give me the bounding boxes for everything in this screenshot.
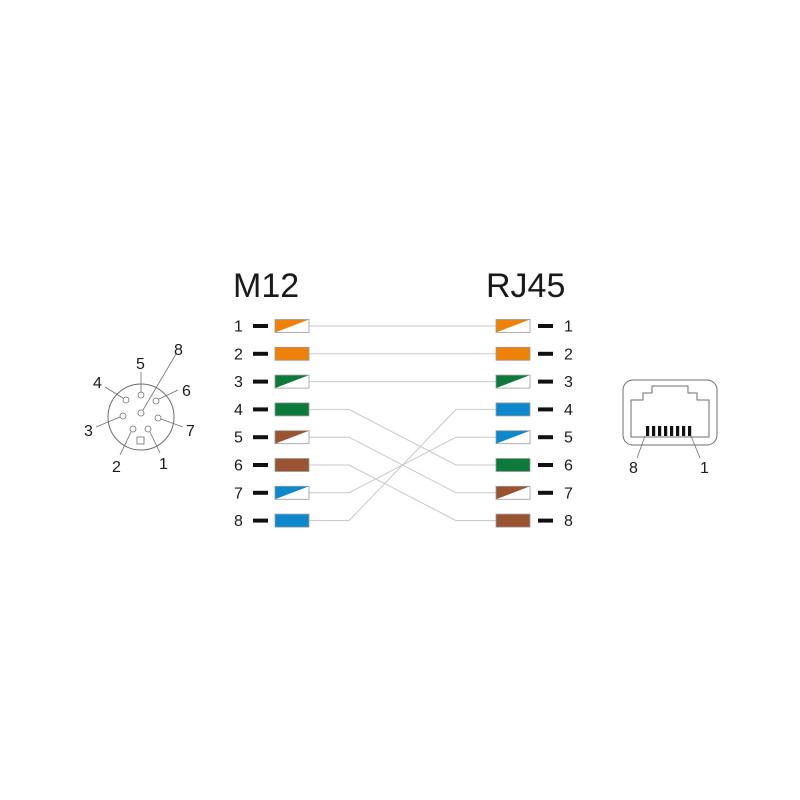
m12-face-label-1: 1	[159, 456, 168, 473]
rj45-pin-dash	[538, 435, 553, 440]
m12-hole-3	[119, 412, 127, 420]
m12-hole-2	[129, 425, 137, 433]
rj45-wire-color-green-white	[495, 374, 531, 389]
m12-pin-row-8: 8	[234, 513, 310, 530]
rj45-pin-dash	[538, 407, 553, 412]
m12-pin-dash	[253, 518, 268, 523]
m12-pin-dash	[253, 324, 268, 328]
m12-pin-number: 7	[234, 485, 243, 502]
m12-connector-face: 1 2 3 4 5 6 7 8	[84, 342, 195, 476]
rj45-pin-number: 7	[564, 485, 573, 502]
rj45-wire-color-brown-white	[495, 485, 531, 500]
m12-pin-dash	[253, 435, 268, 440]
m12-pin-list: 1 2 3 4 5 6 7 8	[234, 319, 310, 530]
m12-hole-4	[122, 396, 130, 404]
m12-wire-color-green	[274, 402, 310, 417]
m12-pin-row-4: 4	[234, 402, 310, 419]
rj45-contacts	[646, 426, 692, 436]
m12-face-label-5: 5	[136, 356, 145, 373]
m12-pin-dash	[253, 407, 268, 412]
m12-hole-8	[137, 409, 145, 417]
rj45-title: RJ45	[486, 267, 565, 305]
rj45-wire-color-blue-white	[495, 430, 531, 445]
rj45-pin-dash	[538, 518, 553, 523]
rj45-pin-row-7: 7	[495, 485, 573, 502]
m12-pin-dash	[253, 463, 268, 467]
m12-pin-dash	[253, 351, 268, 356]
m12-pin-number: 8	[234, 513, 243, 530]
rj45-pin-row-8: 8	[495, 513, 573, 530]
rj45-pin-number: 4	[564, 402, 573, 419]
m12-face-label-4: 4	[93, 375, 102, 392]
m12-pin-row-5: 5	[234, 430, 310, 447]
m12-face-label-6: 6	[182, 383, 191, 400]
m12-hole-5	[137, 391, 145, 399]
rj45-pin-dash	[538, 379, 553, 384]
rj45-pin-list: 1 2 3 4 5 6 7 8	[495, 319, 573, 530]
wire-m12-6-to-rj45-8	[309, 464, 496, 522]
rj45-pin-dash	[538, 463, 553, 467]
m12-wire-color-blue	[274, 513, 310, 528]
m12-hole-6	[152, 397, 160, 405]
m12-pin-number: 1	[234, 319, 243, 336]
m12-face-label-7: 7	[186, 423, 195, 440]
rj45-wire-color-brown	[495, 513, 531, 528]
rj45-wire-color-blue	[495, 402, 531, 417]
m12-face-label-3: 3	[84, 423, 93, 440]
m12-face-label-2: 2	[112, 459, 121, 476]
m12-pin-row-2: 2	[234, 346, 310, 363]
m12-pin-dash	[253, 490, 268, 495]
m12-key-notch	[136, 436, 145, 445]
rj45-pin-row-6: 6	[495, 458, 573, 475]
m12-pin-row-3: 3	[234, 374, 310, 391]
rj45-pin-number: 5	[564, 430, 573, 447]
rj45-face-label-1: 1	[700, 460, 709, 477]
m12-pin-number: 6	[234, 458, 243, 475]
m12-pin-row-7: 7	[234, 485, 310, 502]
m12-hole-7	[154, 414, 162, 422]
rj45-pin-dash	[538, 324, 553, 328]
rj45-pin-number: 8	[564, 513, 573, 530]
rj45-face-label-8: 8	[629, 460, 638, 477]
rj45-pin-row-1: 1	[495, 319, 573, 336]
m12-wire-color-brown-white	[274, 430, 310, 445]
m12-pin-row-6: 6	[234, 458, 310, 475]
rj45-pin-dash	[538, 351, 553, 356]
wire-m12-8-to-rj45-4	[309, 408, 496, 522]
m12-wire-color-brown	[274, 458, 310, 472]
rj45-wire-color-orange	[495, 346, 531, 361]
rj45-connector-face: 8 1	[622, 379, 718, 477]
m12-pin-number: 3	[234, 374, 243, 391]
rj45-pin-number: 1	[564, 319, 573, 336]
rj45-pin-row-3: 3	[495, 374, 573, 391]
m12-wire-color-green-white	[274, 374, 310, 389]
rj45-pin-number: 3	[564, 374, 573, 391]
m12-wire-color-orange-white	[274, 319, 310, 333]
rj45-wire-color-orange-white	[495, 319, 531, 333]
rj45-pin-number: 6	[564, 458, 573, 475]
m12-face-label-8: 8	[174, 342, 183, 359]
rj45-socket-opening	[630, 385, 710, 438]
wire-m12-4-to-rj45-6	[309, 408, 496, 466]
m12-pin-number: 4	[234, 402, 243, 419]
m12-hole-1	[144, 425, 152, 433]
rj45-pin-number: 2	[564, 346, 573, 363]
wire-connections	[309, 325, 496, 522]
m12-pin-row-1: 1	[234, 319, 310, 336]
rj45-pin-row-5: 5	[495, 430, 573, 447]
m12-pin-dash	[253, 379, 268, 384]
rj45-pin-dash	[538, 490, 553, 495]
rj45-wire-color-green	[495, 458, 531, 472]
rj45-pin-row-2: 2	[495, 346, 573, 363]
m12-title: M12	[233, 267, 299, 305]
m12-pin-number: 2	[234, 346, 243, 363]
m12-wire-color-blue-white	[274, 485, 310, 500]
m12-pin-number: 5	[234, 430, 243, 447]
m12-wire-color-orange	[274, 346, 310, 361]
rj45-pin-row-4: 4	[495, 402, 573, 419]
